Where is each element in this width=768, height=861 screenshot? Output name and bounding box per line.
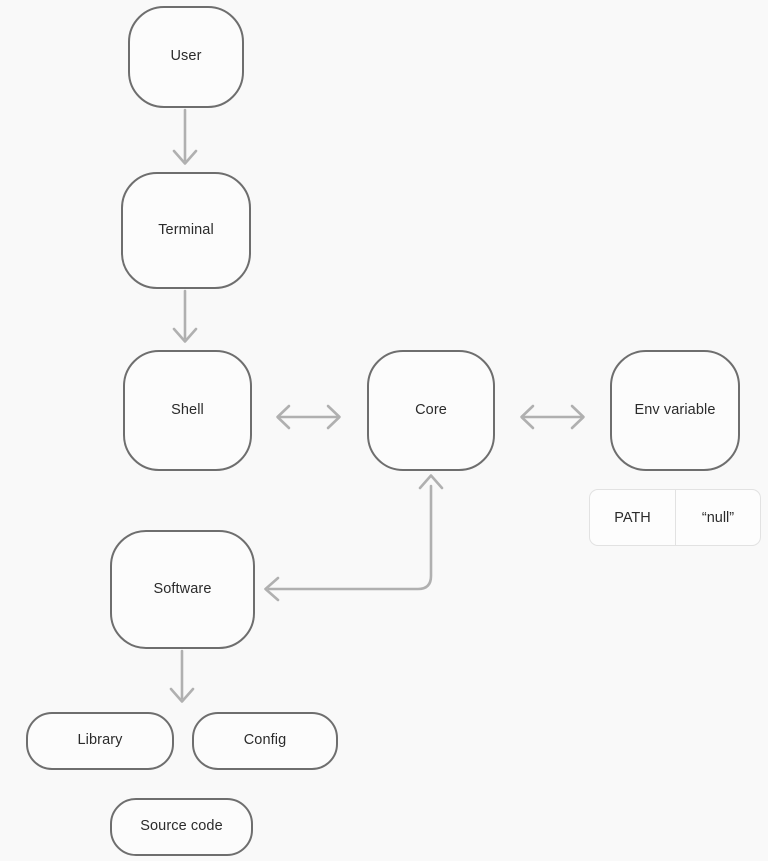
node-terminal[interactable]: Terminal [121,172,251,289]
edge-shell-core [276,404,341,430]
edge-software-library [169,649,195,703]
node-source-code[interactable]: Source code [110,798,253,856]
node-shell[interactable]: Shell [123,350,252,471]
node-library[interactable]: Library [26,712,174,770]
node-config[interactable]: Config [192,712,338,770]
edge-terminal-shell [172,289,198,343]
env-variable-key-cell: PATH [590,490,675,545]
env-variable-table: PATH “null” [589,489,761,546]
node-core[interactable]: Core [367,350,495,471]
node-env-variable[interactable]: Env variable [610,350,740,471]
node-shell-label: Shell [171,401,204,418]
edge-core-envvar [520,404,585,430]
node-config-label: Config [243,732,287,749]
env-variable-value-cell: “null” [675,490,760,545]
node-core-label: Core [415,401,447,418]
node-user-label: User [170,48,202,65]
node-library-label: Library [77,732,123,749]
edge-core-software [264,474,444,602]
env-variable-value: “null” [701,509,735,526]
node-source-code-label: Source code [140,818,223,835]
node-software-label: Software [153,580,212,597]
node-terminal-label: Terminal [158,221,214,238]
node-user[interactable]: User [128,6,244,108]
node-software[interactable]: Software [110,530,255,649]
edge-user-terminal [172,108,198,165]
env-variable-key: PATH [614,509,651,526]
node-env-variable-label: Env variable [634,401,716,418]
